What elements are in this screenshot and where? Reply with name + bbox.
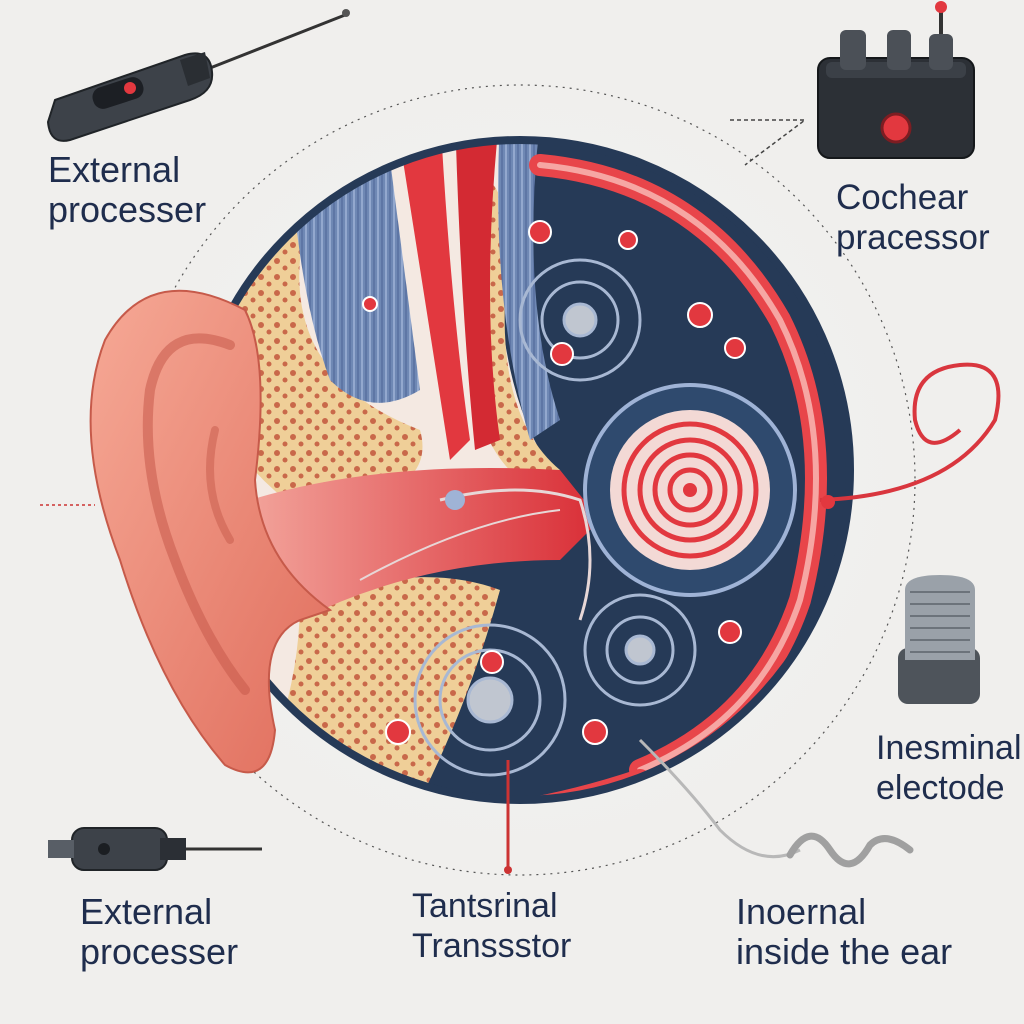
label-line: External [48, 149, 181, 190]
spiral-wire [819, 362, 1001, 502]
label-line: electode [876, 769, 1005, 807]
label-cochear-pracessor: Cochear pracessor [836, 178, 990, 258]
cochlea-spiral [583, 383, 797, 597]
label-line: Inesminal [876, 729, 1022, 767]
outer-ear [89, 289, 333, 774]
label-line: processer [80, 931, 239, 972]
label-line: Inoernal [736, 891, 867, 932]
label-line: External [80, 891, 213, 932]
transmitter-probe-tip [504, 866, 512, 874]
label-line: Cochear [836, 178, 969, 217]
electrode-lead [638, 738, 801, 859]
cross-section-disk [190, 140, 850, 800]
label-tantsrinal-transsstor: Tantsrinal Transsstor [412, 886, 571, 966]
external-processor-device-top [46, 9, 350, 142]
label-line: Tantsrinal [412, 887, 558, 925]
label-inesminal-electode: Inesminal electode [876, 728, 1022, 808]
label-inoernal-inside-the-ear: Inoernal inside the ear [736, 892, 952, 972]
electrode-microphone [898, 575, 980, 704]
label-line: processer [48, 189, 207, 230]
spiral-wire-node [821, 495, 835, 509]
pointer-top-right [730, 119, 808, 166]
label-external-processer-top: External processer [48, 150, 206, 230]
cochlear-processor-box [817, 1, 975, 159]
external-processor-device-bottom [48, 827, 262, 871]
electrode-tip-wave [786, 832, 914, 868]
label-external-processer-bottom: External processer [80, 892, 238, 972]
label-line: pracessor [836, 218, 990, 257]
label-line: Transsstor [412, 927, 572, 965]
label-line: inside the ear [736, 931, 953, 972]
